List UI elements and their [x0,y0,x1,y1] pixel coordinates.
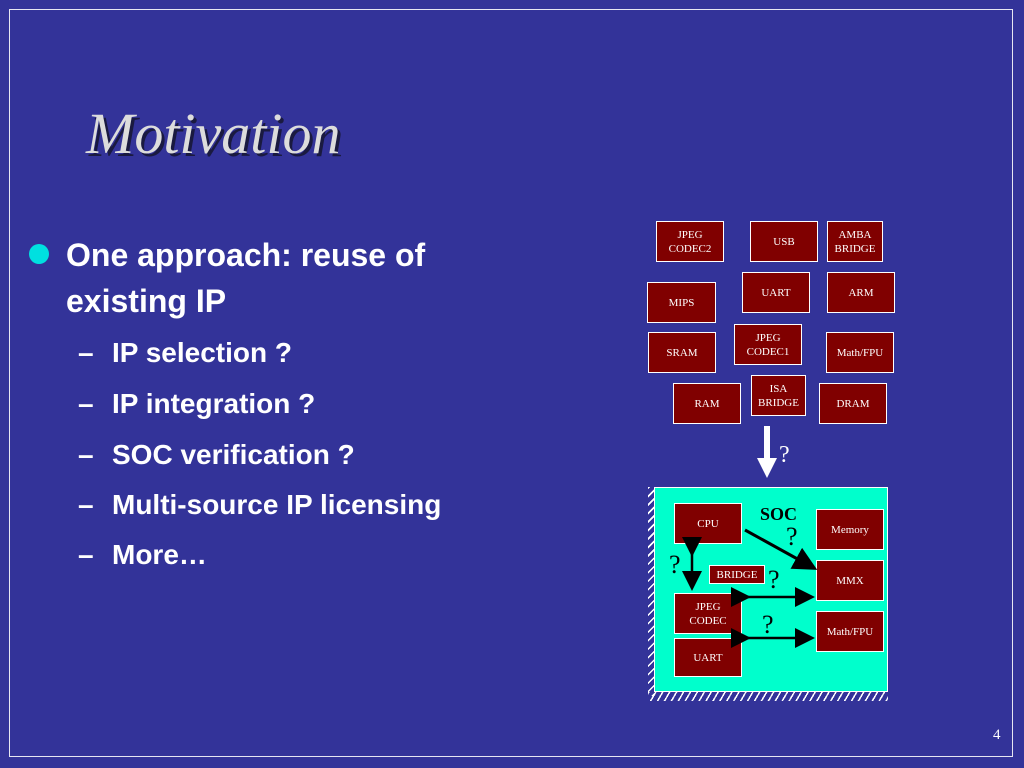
sub-bullet-soc-verification: – SOC verification ? [28,434,498,476]
ip-usb: USB [750,221,818,262]
soc-jpeg-codec: JPEG CODEC [674,593,742,634]
sub-bullet-text: IP integration ? [112,388,316,419]
dash-icon: – [78,337,94,368]
sub-bullet-text: IP selection ? [112,337,292,368]
dash-icon: – [78,388,94,419]
sub-bullet-ip-integration: – IP integration ? [28,383,498,425]
bullet-list: One approach: reuse of existing IP – IP … [28,232,498,576]
dash-icon: – [78,439,94,470]
soc-hatch-bottom [648,692,888,701]
soc-bridge: BRIDGE [709,565,765,584]
soc-label: SOC [760,504,798,524]
ip-amba-bridge: AMBA BRIDGE [827,221,883,262]
main-bullet-text: One approach: reuse of existing IP [66,237,426,319]
sub-bullet-more: – More… [28,534,498,576]
ip-isa-bridge: ISA BRIDGE [751,375,806,416]
ip-mips: MIPS [647,282,716,323]
soc-question-cpu-mmx: ? [786,522,798,551]
soc-uart: UART [674,638,742,677]
sub-bullet-licensing: – Multi-source IP licensing [28,485,498,525]
ip-jpeg-codec2: JPEG CODEC2 [656,221,724,262]
slide-title: Motivation [86,101,341,166]
ip-ram: RAM [673,383,741,424]
slide-frame [9,9,1013,757]
soc-question-bridge-mmx: ? [768,565,780,594]
sub-bullet-text: More… [112,539,207,570]
dash-icon: – [78,539,94,570]
page-number: 4 [993,727,1001,743]
bullet-dot-icon [29,244,49,264]
sub-bullet-ip-selection: – IP selection ? [28,332,498,374]
soc-math-fpu: Math/FPU [816,611,884,652]
soc-question-cpu-jpeg: ? [669,550,681,579]
ip-sram: SRAM [648,332,716,373]
soc-hatch-left [648,487,654,696]
ip-dram: DRAM [819,383,887,424]
integration-question: ? [779,442,790,468]
ip-math-fpu: Math/FPU [826,332,894,373]
ip-jpeg-codec1: JPEG CODEC1 [734,324,802,365]
ip-arm: ARM [827,272,895,313]
soc-question-jpeg-fpu: ? [762,610,774,639]
sub-bullet-text: SOC verification ? [112,439,355,470]
soc-mmx: MMX [816,560,884,601]
ip-uart: UART [742,272,810,313]
dash-icon: – [78,489,94,520]
soc-memory: Memory [816,509,884,550]
sub-bullet-text: Multi-source IP licensing [112,489,442,520]
main-bullet: One approach: reuse of existing IP [28,232,498,324]
